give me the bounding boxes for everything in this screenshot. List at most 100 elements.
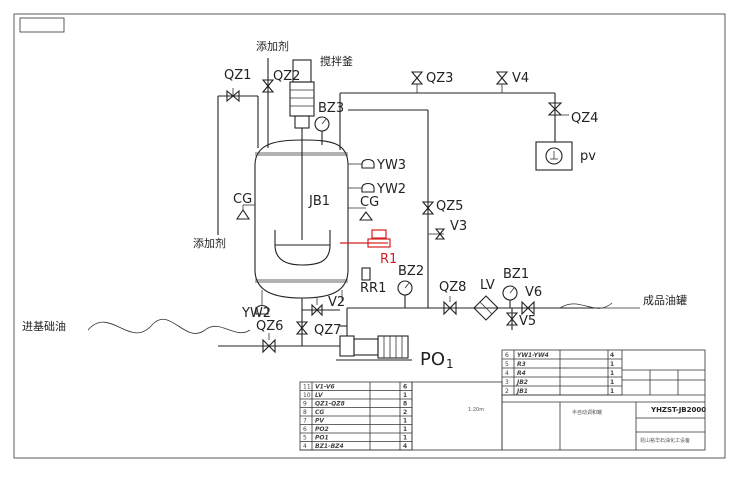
valve-qz7-label: QZ7 [314,323,341,338]
parts-row-qty: 1 [403,426,407,433]
gauge-bz3-icon [314,116,330,132]
valve-v6-label: V6 [525,285,542,300]
parts-row-no: 10 [303,392,311,399]
title-row-no: 3 [505,379,509,386]
gauge-bz3-label: BZ3 [318,101,344,116]
level-yw3-icon [361,158,375,169]
parts-row-no: 7 [303,418,307,425]
valve-v3-label: V3 [450,219,467,234]
parts-row-no: 4 [303,443,307,450]
parts-row-no: 9 [303,401,307,408]
level-yw2-label: YW2 [376,182,406,197]
parts-row-code: BZ1-BZ4 [315,443,344,450]
title-row-no: 4 [505,370,509,377]
parts-row-qty: 1 [403,435,407,442]
heater-r1-top [371,229,387,239]
thermo-rr1-icon [361,267,371,281]
parts-row-code: QZ1-QZ8 [315,401,345,408]
gauge-bz2-label: BZ2 [398,264,424,279]
sight-glass-cg-left-label: CG [233,192,252,207]
additive-top-label: 添加剂 [256,39,289,53]
notes-box [411,381,503,451]
parts-row-code: CG [315,409,324,416]
product-tank-label: 成品油罐 [643,293,687,307]
drawing-border [13,13,726,459]
title-row-qty: 4 [610,352,614,359]
level-yw2-icon [361,182,375,193]
title-row-code: R3 [517,361,526,368]
base-oil-label: 进基础油 [22,319,66,333]
valve-v6-icon [521,300,535,316]
parts-row-qty: 1 [403,392,407,399]
title-row-qty: 1 [610,379,614,386]
product-wavy-line [559,302,613,309]
parts-row-qty: 8 [403,401,407,408]
title-row-code: JB2 [516,379,528,386]
valve-qz1-icon [226,89,240,103]
pump-label: PO [420,349,445,370]
parts-row-code: PV [315,418,325,425]
additive-left-label: 添加剂 [193,236,226,250]
svg-text:1:20m: 1:20m [468,407,484,413]
sight-glass-cg-right-label: CG [360,195,379,210]
level-yw-bottom-label: YW2 [241,306,271,321]
parts-row-qty: 2 [403,409,407,416]
drawing-number: YHZST-JB2000 [650,406,706,414]
thermo-rr1-label: RR1 [360,281,386,296]
svg-text:昆山裕华石油化工设备: 昆山裕华石油化工设备 [640,437,690,444]
level-yw-bottom-icon [255,304,269,315]
vacuum-pump-pv [535,141,573,171]
parts-row-qty: 1 [403,418,407,425]
sight-glass-cg-left-icon [235,209,251,220]
level-yw3-label: YW3 [376,158,406,173]
valve-qz8-icon [443,300,457,316]
parts-row-no: 6 [303,426,307,433]
valve-qz3-label: QZ3 [426,71,453,86]
sight-glass-cg-right-icon [358,211,374,221]
valve-v4-label: V4 [512,71,529,86]
valve-qz2-icon [261,79,275,93]
parts-row-code: PO2 [315,426,329,433]
valve-qz8-label: QZ8 [439,280,466,295]
parts-row-qty: 4 [403,443,407,450]
valve-qz2-label: QZ2 [273,69,300,84]
parts-row-code: PO1 [315,435,329,442]
valve-v4-icon [495,71,509,85]
valve-v2-icon [311,303,323,317]
valve-qz6-label: QZ6 [256,319,283,334]
parts-row-code: LV [315,392,324,399]
title-block [501,349,706,451]
vessel-name: 搅拌釜 [320,54,353,68]
agitator-motor [289,59,315,129]
parts-row-code: V1-V6 [315,384,335,391]
base-oil-wavy-line [87,318,251,334]
heater-r1-label: R1 [380,252,397,267]
title-row-code: YW1-YW4 [517,352,549,359]
title-row-no: 6 [505,352,509,359]
valve-qz4-label: QZ4 [571,111,598,126]
title-row-no: 2 [505,388,509,395]
title-row-qty: 1 [610,388,614,395]
gauge-bz2-icon [397,280,413,296]
parts-row-no: 5 [303,435,307,442]
vessel-jb1 [254,128,349,302]
filter-lv-label: LV [480,278,495,293]
valve-v5-label: V5 [519,314,536,329]
valve-qz1-label: QZ1 [224,68,251,83]
pump-po1 [336,325,412,361]
parts-row-no: 8 [303,409,307,416]
parts-row-no: 11 [303,384,311,391]
parts-row-qty: 6 [403,384,407,391]
title-row-qty: 1 [610,370,614,377]
title-row-code: R4 [517,370,526,377]
valve-v5-icon [505,312,519,326]
pump-subscript: 1 [446,357,454,371]
title-row-code: JB1 [516,388,528,395]
valve-v2-label: V2 [328,295,345,310]
valve-qz6-icon [262,338,276,354]
title-row-qty: 1 [610,361,614,368]
